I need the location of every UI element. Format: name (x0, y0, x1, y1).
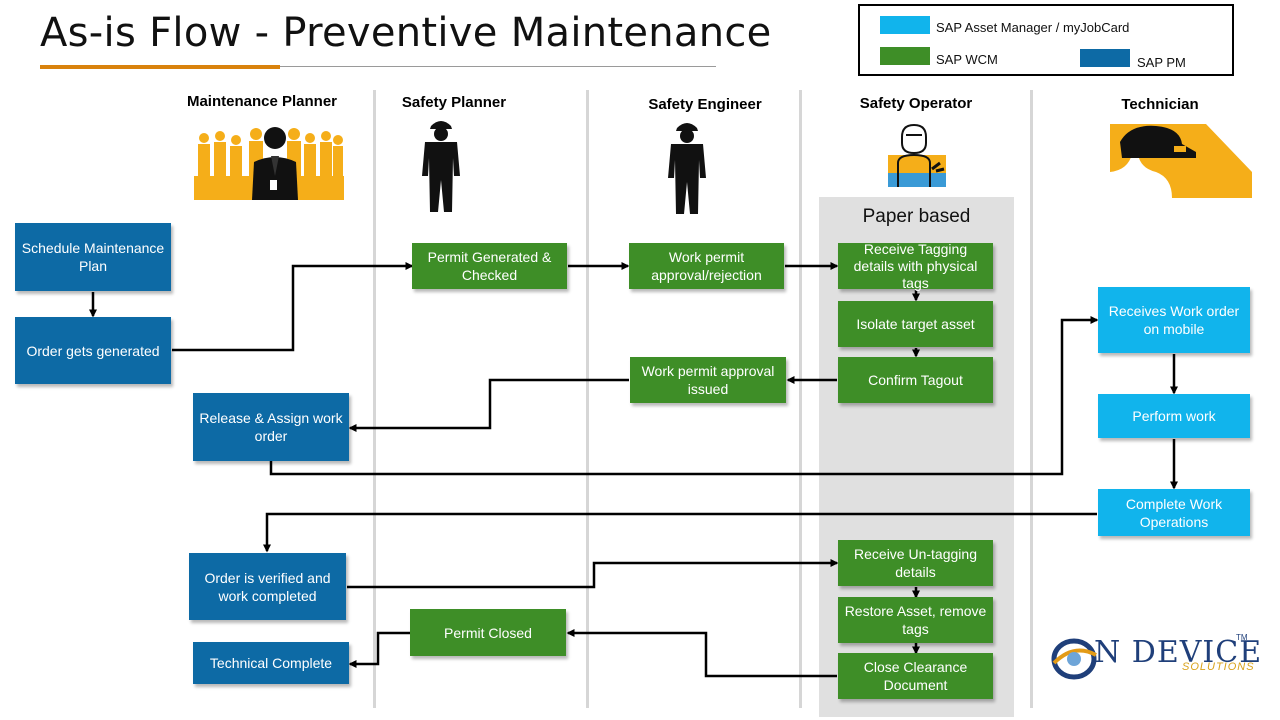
legend-swatch-asset-manager (880, 16, 930, 34)
technical-complete-box[interactable]: Technical Complete (193, 642, 349, 684)
legend-label-pm: SAP PM (1137, 55, 1186, 70)
lane-title-safety-operator: Safety Operator (859, 95, 973, 112)
order-generated-box[interactable]: Order gets generated (15, 317, 171, 384)
legend-label-asset-manager: SAP Asset Manager / myJobCard (936, 20, 1130, 35)
receive-tagging-box[interactable]: Receive Tagging details with physical ta… (838, 241, 993, 291)
safety-engineer-worker-icon (668, 123, 706, 214)
safety-planner-worker-icon (422, 121, 460, 212)
lane-title-technician: Technician (1121, 96, 1199, 113)
title-underline (280, 66, 716, 67)
order-verified-box[interactable]: Order is verified and work completed (189, 553, 346, 620)
release-assign-work-order-box[interactable]: Release & Assign work order (193, 393, 349, 461)
page-title: As-is Flow - Preventive Maintenance (40, 10, 772, 56)
connector-issued-to-release (348, 378, 629, 432)
lane-title-maintenance-planner: Maintenance Planner (186, 93, 338, 110)
legend-swatch-wcm (880, 47, 930, 65)
lane-divider (373, 90, 376, 708)
connector-permit-closed-to-technical (348, 631, 410, 668)
connector-complete-to-verified (263, 512, 1097, 553)
safety-operator-icon (888, 123, 946, 187)
logo-sub-text: SOLUTIONS (1182, 661, 1255, 673)
lane-divider (586, 90, 589, 708)
schedule-maintenance-plan-box[interactable]: Schedule Maintenance Plan (15, 223, 171, 291)
connector-order-to-permit (172, 262, 414, 352)
permit-generated-box[interactable]: Permit Generated & Checked (412, 243, 567, 289)
connector-close-to-permit-closed (566, 629, 837, 678)
lane-title-safety-planner: Safety Planner (401, 94, 507, 111)
receives-work-order-box[interactable]: Receives Work order on mobile (1098, 287, 1250, 353)
permit-closed-box[interactable]: Permit Closed (410, 609, 566, 656)
legend-label-wcm: SAP WCM (936, 52, 998, 67)
complete-work-operations-box[interactable]: Complete Work Operations (1098, 489, 1250, 536)
close-clearance-box[interactable]: Close Clearance Document (838, 653, 993, 699)
business-team-icon (194, 127, 344, 200)
work-permit-issued-box[interactable]: Work permit approval issued (630, 357, 786, 403)
perform-work-box[interactable]: Perform work (1098, 394, 1250, 438)
confirm-tagout-box[interactable]: Confirm Tagout (838, 357, 993, 403)
isolate-asset-box[interactable]: Isolate target asset (838, 301, 993, 347)
on-device-solutions-logo: N DEVICE SOLUTIONS TM (1050, 633, 1261, 685)
title-underline-accent (40, 65, 280, 69)
lane-divider (799, 90, 802, 708)
logo-o-icon (1051, 638, 1097, 680)
technician-icon (1110, 124, 1252, 198)
receive-untagging-box[interactable]: Receive Un-tagging details (838, 540, 993, 586)
logo-main-text: N DEVICE (1094, 635, 1263, 670)
paper-based-label: Paper based (862, 206, 971, 227)
lane-divider (1030, 90, 1033, 708)
connector-verified-to-untagging (347, 559, 839, 589)
restore-asset-box[interactable]: Restore Asset, remove tags (838, 597, 993, 643)
legend-swatch-pm (1080, 49, 1130, 67)
work-permit-approval-box[interactable]: Work permit approval/rejection (629, 243, 784, 289)
lane-title-safety-engineer: Safety Engineer (648, 96, 762, 113)
legend: SAP Asset Manager / myJobCard SAP WCM SA… (858, 4, 1234, 76)
logo-trademark: TM (1236, 633, 1248, 642)
connector-release-to-receive-work (269, 316, 1099, 476)
